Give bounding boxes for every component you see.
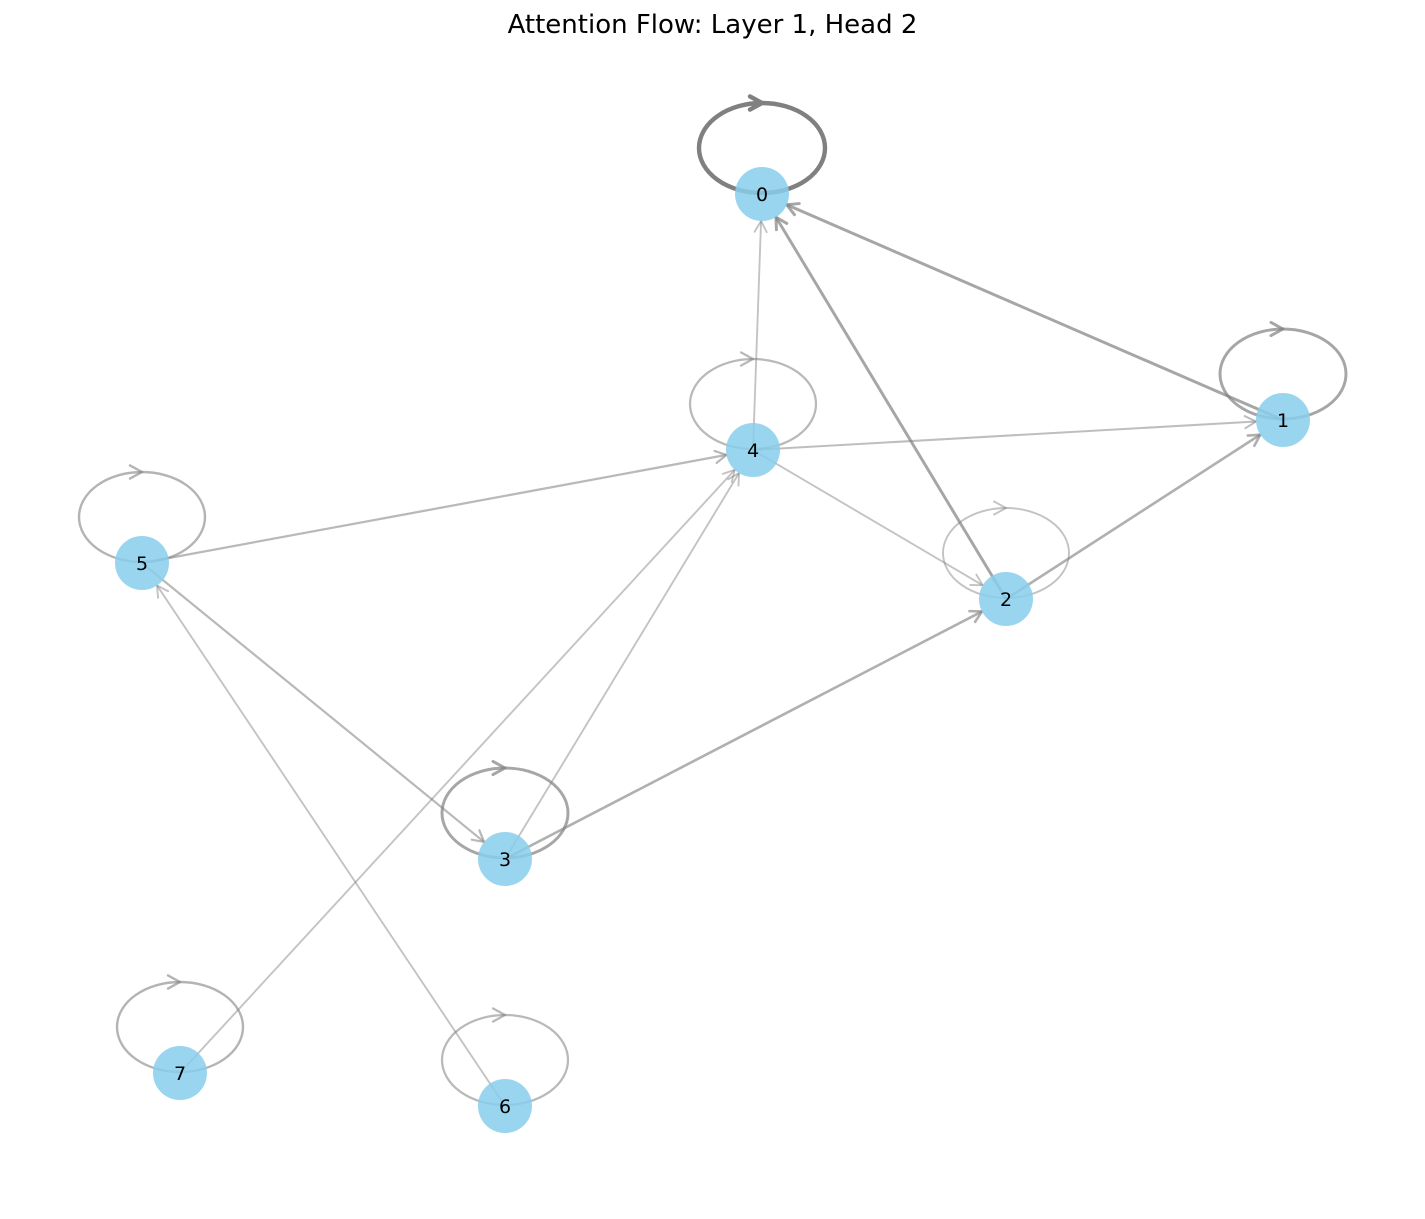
node-0: 0: [735, 167, 789, 221]
edge-3-to-2: [504, 609, 984, 861]
edge-5-to-3: [141, 562, 486, 844]
node-circle: [735, 167, 789, 221]
node-circle: [115, 536, 169, 590]
node-7: 7: [153, 1046, 207, 1100]
edge-1-to-0: [785, 202, 1284, 422]
node-label: 1: [1277, 410, 1289, 432]
node-1: 1: [1256, 393, 1310, 447]
graph-title: Attention Flow: Layer 1, Head 2: [507, 10, 918, 40]
node-circle: [153, 1046, 207, 1100]
node-circle: [1256, 393, 1310, 447]
node-6: 6: [478, 1079, 532, 1133]
node-label: 0: [756, 184, 768, 206]
edge-2-to-0: [774, 215, 1008, 600]
node-label: 6: [499, 1096, 511, 1118]
node-label: 5: [136, 553, 148, 575]
node-label: 7: [174, 1063, 186, 1085]
edge-7-to-4: [179, 468, 736, 1074]
node-5: 5: [115, 536, 169, 590]
edge-4-to-1: [752, 415, 1258, 452]
node-4: 4: [726, 423, 780, 477]
node-3: 3: [478, 832, 532, 886]
edge-4-to-0: [752, 220, 768, 451]
edge-6-to-5: [156, 584, 506, 1107]
node-label: 4: [747, 440, 759, 462]
edge-2-to-1: [1005, 433, 1262, 601]
edge-4-to-2: [752, 449, 984, 587]
node-circle: [979, 572, 1033, 626]
node-label: 2: [1000, 589, 1012, 611]
edge-5-to-4: [141, 449, 728, 565]
node-label: 3: [499, 849, 511, 871]
node-circle: [478, 832, 532, 886]
nodes-layer: 0 1 2 3 4 5 6 7: [115, 167, 1310, 1133]
node-circle: [478, 1079, 532, 1133]
node-2: 2: [979, 572, 1033, 626]
edge-3-to-4: [504, 472, 740, 860]
node-circle: [726, 423, 780, 477]
edges-layer: [77, 94, 1348, 1107]
